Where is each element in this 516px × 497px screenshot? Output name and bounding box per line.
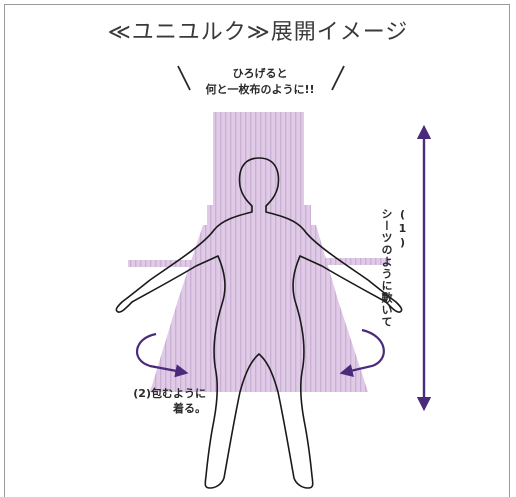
wrap-arrow-right: [339, 328, 385, 377]
caption-right-line2: シーツのように敷いて: [380, 208, 393, 328]
caption-top-line1: ひろげると: [232, 67, 288, 80]
caption-accent-right: [331, 65, 345, 91]
caption-top-line2: 何と一枚布のように!!: [205, 83, 315, 96]
wrap-arrow-left: [135, 332, 189, 378]
page-title: ≪ユニユルク≫展開イメージ: [107, 20, 409, 45]
caption-right: (1) シーツのように敷いて: [380, 208, 410, 328]
caption-top: ひろげると 何と一枚布のように!!: [190, 66, 330, 98]
caption-right-line1: (1): [396, 208, 409, 250]
caption-left-line2: 着る。: [173, 402, 206, 415]
fabric-sheet: [128, 112, 390, 392]
caption-left-line1: (2)包むように: [133, 387, 206, 400]
caption-accent-left: [177, 65, 191, 91]
human-figure-outline: [115, 157, 403, 489]
caption-left: (2)包むように 着る。: [96, 386, 206, 416]
